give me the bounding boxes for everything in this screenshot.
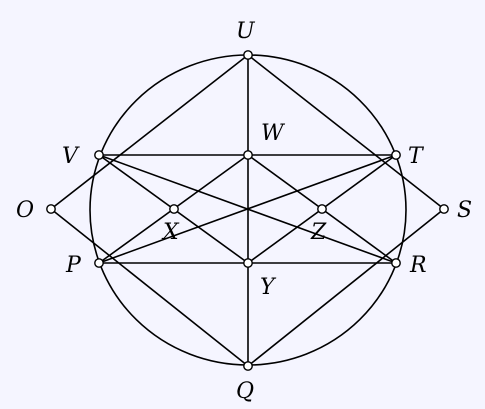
- label-o: O: [16, 198, 34, 223]
- point-s: [439, 204, 449, 214]
- label-v: V: [62, 144, 80, 169]
- point-x: [169, 204, 179, 214]
- point-o: [46, 204, 56, 214]
- label-p: P: [65, 253, 82, 278]
- points-group: [46, 50, 449, 371]
- segments-group: [50, 54, 445, 367]
- point-t: [391, 150, 401, 160]
- point-r: [391, 258, 401, 268]
- point-v: [94, 150, 104, 160]
- label-r: R: [409, 253, 427, 278]
- point-z: [317, 204, 327, 214]
- point-q: [243, 361, 253, 371]
- label-t: T: [408, 144, 425, 169]
- label-s: S: [457, 198, 472, 223]
- point-w: [243, 150, 253, 160]
- segment-sq: [247, 208, 445, 367]
- segment-tp: [98, 154, 397, 264]
- segment-uo: [50, 54, 249, 210]
- point-u: [243, 50, 253, 60]
- label-u: U: [236, 19, 256, 44]
- label-q: Q: [236, 379, 254, 404]
- label-y: Y: [260, 275, 277, 300]
- label-z: Z: [310, 220, 327, 245]
- label-x: X: [161, 220, 180, 245]
- segment-oq: [50, 208, 249, 367]
- point-p: [94, 258, 104, 268]
- label-w: W: [261, 121, 286, 146]
- point-y: [243, 258, 253, 268]
- segment-us: [247, 54, 445, 210]
